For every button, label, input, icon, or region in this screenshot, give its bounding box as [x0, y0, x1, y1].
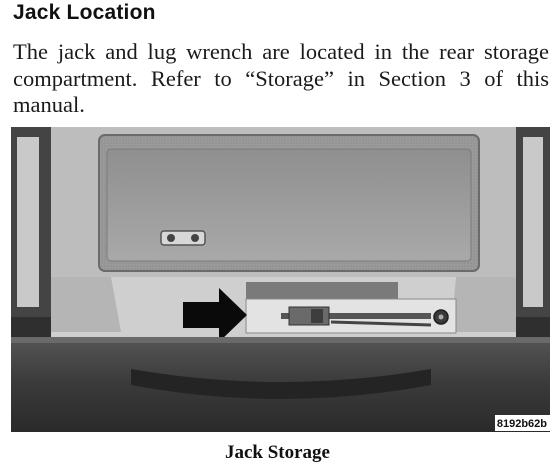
- bumper-step: [131, 369, 431, 399]
- jack-and-lug-wrench: [281, 306, 449, 327]
- left-pillar: [17, 137, 39, 307]
- right-floor-trim: [451, 277, 516, 332]
- right-pillar: [523, 137, 543, 307]
- bumper-top-edge: [11, 337, 550, 343]
- image-code: 8192b62b: [497, 418, 547, 430]
- section-heading: Jack Location: [13, 1, 156, 24]
- body-paragraph: The jack and lug wrench are located in t…: [13, 39, 549, 117]
- image-code-box: [495, 415, 550, 431]
- door-latch: [160, 230, 206, 246]
- compartment-recess: [246, 282, 398, 302]
- right-arrow-icon: [183, 288, 247, 342]
- left-floor-trim: [51, 277, 121, 332]
- figure-caption: Jack Storage: [224, 442, 330, 463]
- figure-image: 8192b62b: [11, 127, 550, 432]
- vehicle-cargo-illustration: 8192b62b: [11, 127, 550, 432]
